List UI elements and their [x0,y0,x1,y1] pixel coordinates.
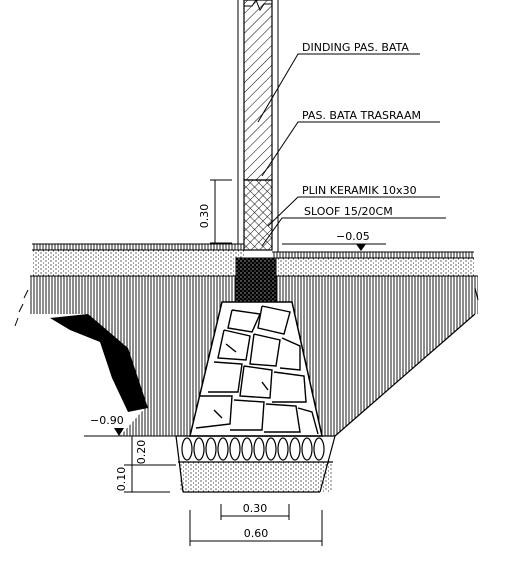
callout-wall: DINDING PAS. BATA [302,41,409,54]
floor-level-marker [282,243,386,251]
callout-sloof: SLOOF 15/20CM [304,205,393,218]
floor-layers [32,243,474,276]
callout-leaders [257,53,446,247]
lean-concrete [180,462,332,492]
dim-concrete-label: 0.10 [115,467,128,492]
dim-trasraam [210,179,232,244]
dim-sand-label: 0.20 [135,440,148,465]
dim-top-width-label: 0.30 [243,502,268,515]
dim-left-vertical [124,435,176,493]
bottom-level-label: −0.90 [90,414,124,427]
excavation-edge [50,314,148,412]
stone-foundation [189,301,323,437]
callout-plinth: PLIN KERAMIK 10x30 [302,184,417,197]
dim-widths [189,504,323,546]
floor-level-label: −0.05 [336,230,370,243]
sloof-beam [235,257,277,303]
dim-trasraam-label: 0.30 [198,204,211,229]
brick-wall [237,0,279,252]
dim-bottom-width-label: 0.60 [244,527,269,540]
callout-trasraam: PAS. BATA TRASRAAM [302,109,421,122]
sand-bed [176,435,335,463]
